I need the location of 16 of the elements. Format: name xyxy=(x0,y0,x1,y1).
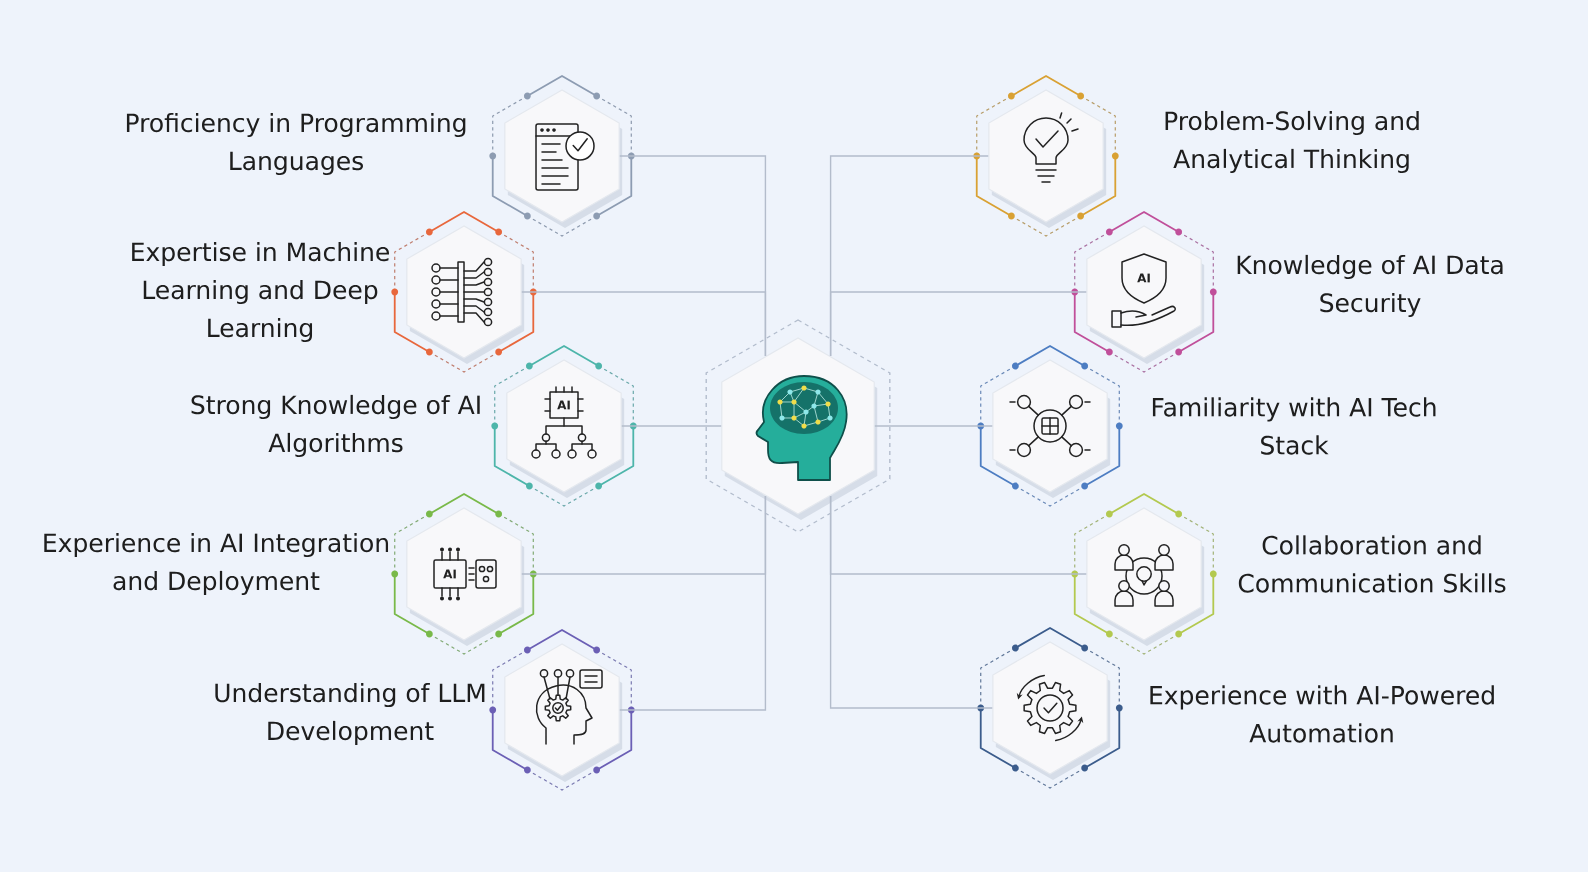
skill-label: Collaboration and Communication Skills xyxy=(1238,535,1506,593)
connector-line xyxy=(829,495,993,709)
skill-label: Expertise in Machine Learning and Deep Learning xyxy=(132,241,389,343)
skill-label: Strong Knowledge of AI Algorithms xyxy=(191,394,480,458)
skill-label: Experience in AI Integration and Deployment xyxy=(44,532,388,596)
connector-line xyxy=(521,291,767,357)
skill-label: Understanding of LLM Development xyxy=(215,682,485,746)
connector-line xyxy=(874,425,993,427)
skill-label: Knowledge of AI Data Security xyxy=(1237,254,1503,318)
connector-line xyxy=(619,495,767,711)
connector-line xyxy=(621,425,722,427)
skill-label: Proficiency in Programming Languages xyxy=(126,112,466,176)
skill-label: Familiarity with AI Tech Stack xyxy=(1152,397,1436,455)
skill-label: Problem-Solving and Analytical Thinking xyxy=(1165,110,1419,174)
connector-line xyxy=(829,291,1087,357)
skill-label: Experience with AI-Powered Automation xyxy=(1150,685,1494,743)
